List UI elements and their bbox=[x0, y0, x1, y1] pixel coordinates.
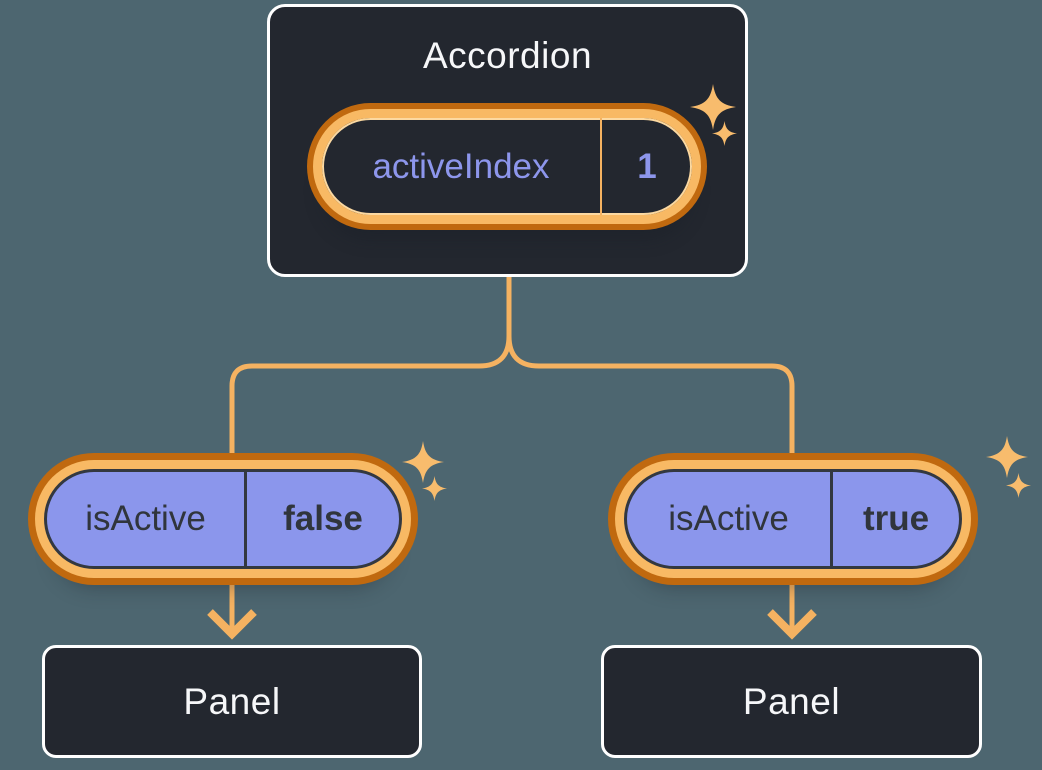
connector-branch-left bbox=[229, 275, 512, 470]
connector-branch-right bbox=[506, 275, 795, 470]
panel-node-right: Panel bbox=[601, 645, 982, 758]
state-name: activeIndex bbox=[372, 146, 550, 186]
pill-divider bbox=[244, 472, 247, 566]
prop-name: isActive bbox=[668, 499, 789, 538]
state-value: 1 bbox=[637, 146, 657, 186]
pill-divider bbox=[600, 118, 602, 215]
sparkle-icon bbox=[1006, 473, 1031, 498]
arrowhead-down-icon bbox=[207, 609, 257, 640]
pill-divider bbox=[830, 472, 833, 566]
sparkle-icon bbox=[422, 476, 447, 501]
sparkle-icon bbox=[402, 441, 444, 483]
panel-label: Panel bbox=[183, 680, 281, 722]
prop-value: true bbox=[862, 499, 930, 538]
arrowhead-down-icon bbox=[767, 609, 817, 640]
prop-name: isActive bbox=[85, 499, 206, 538]
prop-pill-isactive-false: isActive false bbox=[44, 469, 402, 569]
sparkle-icon bbox=[986, 436, 1028, 478]
accordion-title: Accordion bbox=[422, 35, 593, 76]
panel-label: Panel bbox=[742, 680, 841, 722]
prop-pill-isactive-true: isActive true bbox=[624, 469, 962, 569]
sparkle-icon bbox=[690, 84, 736, 130]
panel-node-left: Panel bbox=[42, 645, 422, 758]
prop-value: false bbox=[283, 499, 363, 538]
sparkle-icon bbox=[712, 121, 737, 146]
state-pill-activeindex: activeIndex 1 bbox=[313, 109, 701, 224]
